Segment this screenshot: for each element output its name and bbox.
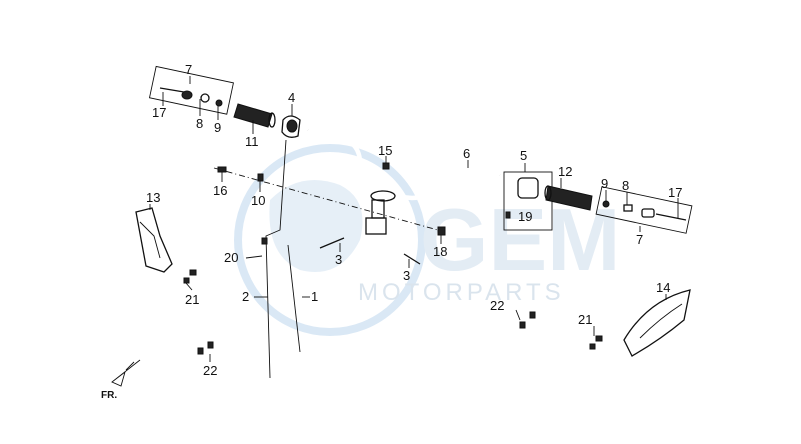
watermark-globe [269, 180, 363, 272]
direction-label: FR. [101, 390, 117, 401]
clips-22-left [197, 341, 214, 355]
callout-4: 4 [288, 90, 295, 105]
clip-22-right-a [519, 321, 526, 329]
grip-12-end [544, 185, 552, 201]
leader-21-left [185, 282, 193, 291]
callout-12: 12 [558, 164, 572, 179]
direction-arrow-icon [111, 359, 141, 387]
watermark-ring [234, 144, 426, 336]
clamp-block [365, 217, 387, 235]
handlebar-clamp [365, 190, 396, 235]
throttle-4-body [281, 115, 301, 138]
callout-3-right: 3 [403, 268, 410, 283]
grip-11-end [268, 112, 276, 128]
callout-2: 2 [242, 289, 249, 304]
nut-18 [437, 226, 446, 236]
pin-3-left [319, 237, 345, 249]
callout-3-left: 3 [335, 252, 342, 267]
clip-20 [261, 237, 268, 245]
right-cover [589, 289, 691, 357]
callout-7-right: 7 [636, 232, 643, 247]
clip-22-left-a [197, 347, 204, 355]
callout-17-left: 17 [152, 105, 166, 120]
screw-21-left-b [183, 277, 190, 284]
callout-22-right: 22 [490, 298, 504, 313]
callout-22-left: 22 [203, 363, 217, 378]
callout-10: 10 [251, 193, 265, 208]
callout-14: 14 [656, 280, 670, 295]
screw-21-right-b [589, 343, 596, 350]
clamp-post [371, 199, 385, 219]
clamp-ring [370, 190, 396, 202]
right-grip [544, 185, 593, 211]
cover-14-body [623, 289, 691, 357]
cover-13-body [135, 207, 173, 273]
callout-6: 6 [463, 146, 470, 161]
right-bar-end-kit [595, 186, 693, 234]
callout-18: 18 [433, 244, 447, 259]
callout-15: 15 [378, 143, 392, 158]
left-cover [135, 207, 197, 284]
callout-16: 16 [213, 183, 227, 198]
leader-22-right [515, 309, 521, 321]
screw-21-right [595, 335, 603, 342]
clip-22-left-b [207, 341, 214, 349]
collar-9-left [200, 93, 210, 103]
weight-8-left [181, 90, 193, 100]
weight-right-large [641, 208, 655, 218]
callout-19: 19 [518, 209, 532, 224]
handlebar-6-fill [307, 127, 501, 201]
screw-21-left [189, 269, 197, 276]
bolt-10 [257, 173, 264, 182]
kit-frame-left [148, 65, 234, 115]
callout-8-right: 8 [622, 178, 629, 193]
watermark-subtext: MOTORPARTS [358, 279, 565, 306]
pin-3-right [403, 253, 421, 265]
callout-5: 5 [520, 148, 527, 163]
callout-9-right: 9 [601, 176, 608, 191]
callout-7-left: 7 [185, 62, 192, 77]
switch-5-body [517, 177, 539, 199]
handlebar [307, 127, 501, 201]
bolt-16 [217, 166, 227, 173]
callout-17-right: 17 [668, 185, 682, 200]
callout-13: 13 [146, 190, 160, 205]
grip-11-body [233, 103, 273, 128]
throttle-assembly [281, 115, 301, 138]
callout-1: 1 [311, 289, 318, 304]
clips-22-right [519, 311, 536, 329]
cable-1 [287, 244, 301, 353]
callout-9-left: 9 [214, 120, 221, 135]
left-grip [233, 103, 276, 128]
kit-frame-right [595, 186, 693, 234]
axis-line [213, 167, 446, 233]
throttle-4-core [286, 119, 298, 133]
left-bar-end-kit [148, 65, 234, 115]
screw-19 [505, 211, 511, 219]
callout-8-left: 8 [196, 116, 203, 131]
callout-21-left: 21 [185, 292, 199, 307]
callout-11: 11 [245, 134, 259, 149]
cable-2 [265, 139, 287, 379]
screw-17-right [655, 213, 687, 221]
washer-left [215, 99, 223, 107]
cover-13-detail [139, 221, 161, 259]
cables [261, 139, 301, 379]
callout-labels: 7 17 8 9 11 4 15 6 5 12 9 8 17 7 19 13 1… [146, 62, 682, 378]
direction-indicator: FR. [101, 359, 141, 401]
weight-8-right [623, 204, 633, 212]
callout-20: 20 [224, 250, 238, 265]
clip-22-right-b [529, 311, 536, 319]
leader-lines [149, 76, 679, 362]
cover-14-detail [639, 303, 683, 339]
callout-21-right: 21 [578, 312, 592, 327]
grip-12-body [545, 185, 593, 211]
leader-20 [245, 255, 263, 259]
nut-15 [382, 162, 390, 170]
